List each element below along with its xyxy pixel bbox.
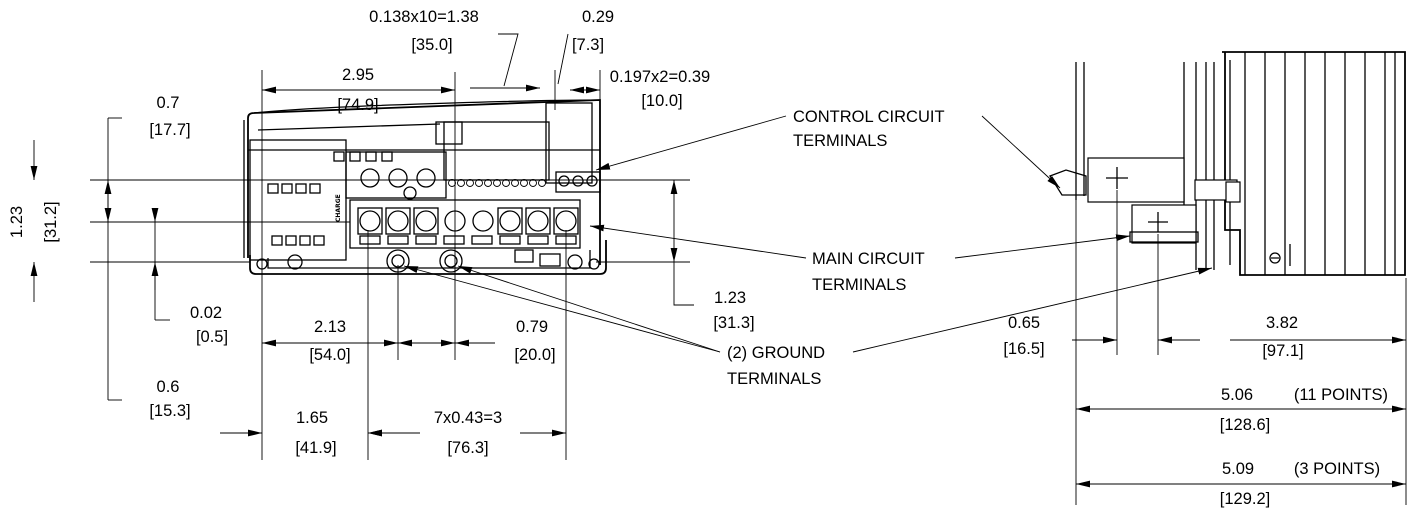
dim-295: 2.95: [342, 66, 374, 84]
side-main-block: [1131, 204, 1197, 244]
dim-065: 0.65: [1008, 314, 1040, 332]
left-terminal-strip: [267, 151, 393, 246]
dim-002-mm: [0.5]: [196, 328, 228, 346]
housing-outline: [247, 99, 601, 265]
dim-213: 2.13: [314, 318, 346, 336]
dc-bus-screws: [360, 168, 436, 200]
front-view: CHARGE: [243, 99, 607, 275]
pitch-control-mm: [35.0]: [411, 36, 452, 54]
dim-509: 5.09: [1222, 460, 1254, 478]
dim-506-mm: [128.6]: [1220, 416, 1270, 434]
dim-382-mm: [97.1]: [1262, 342, 1303, 360]
dim-07: 0.7: [157, 94, 180, 112]
dim-506-note: (11 POINTS): [1294, 386, 1388, 404]
dim-123-left-mm: [31.2]: [42, 201, 60, 242]
dim-123-right: 1.23: [714, 289, 746, 307]
dim-065-mm: [16.5]: [1003, 340, 1044, 358]
callout-main-line2: TERMINALS: [812, 276, 906, 294]
main-terminal-row: [357, 207, 579, 245]
side-control-block: [1087, 157, 1185, 203]
front-dimensions: 2.95 [74.9] 0.138x10=1.38 [35.0] 0.29 [7…: [8, 8, 755, 460]
dim-06-mm: [15.3]: [149, 402, 190, 420]
control-terminal-row: [448, 171, 601, 193]
dim-029-mm: [7.3]: [572, 36, 604, 54]
dim-079: 0.79: [516, 318, 548, 336]
dim-002: 0.02: [190, 304, 222, 322]
dim-213-mm: [54.0]: [309, 346, 350, 364]
dim-509-mm: [129.2]: [1220, 490, 1270, 508]
charge-label: CHARGE: [335, 194, 342, 222]
dim-165: 1.65: [296, 409, 328, 427]
callout-control-line2: TERMINALS: [793, 132, 887, 150]
dim-165-mm: [41.9]: [295, 439, 336, 457]
dim-509-note: (3 POINTS): [1294, 460, 1380, 478]
callout-main-line1: MAIN CIRCUIT: [812, 250, 925, 268]
side-view: [1049, 51, 1406, 276]
pitch-main-mm: [76.3]: [447, 439, 488, 457]
dim-029: 0.29: [582, 8, 614, 26]
callouts: CONTROL CIRCUIT TERMINALS MAIN CIRCUIT T…: [403, 108, 1213, 388]
callout-control-line1: CONTROL CIRCUIT: [793, 108, 945, 126]
dim-07-mm: [17.7]: [149, 121, 190, 139]
side-dimensions: 0.65 [16.5] 3.82 [97.1] 5.06 [128.6] (11…: [1003, 190, 1407, 508]
dim-123-right-mm: [31.3]: [713, 314, 754, 332]
dim-123-left: 1.23: [8, 206, 26, 238]
ground-screws: [256, 249, 600, 273]
pitch-main: 7x0.43=3: [434, 409, 502, 427]
callout-ground-line1: (2) GROUND: [727, 344, 825, 362]
pitch-control: 0.138x10=1.38: [369, 8, 479, 26]
callout-ground-line2: TERMINALS: [727, 370, 821, 388]
dim-382: 3.82: [1266, 314, 1298, 332]
dim-06: 0.6: [157, 378, 180, 396]
base-plate: [249, 240, 607, 275]
dim-295-mm: [74.9]: [337, 96, 378, 114]
dim-506: 5.06: [1221, 386, 1253, 404]
pitch-small-mm: [10.0]: [641, 92, 682, 110]
dim-079-mm: [20.0]: [514, 346, 555, 364]
pitch-small: 0.197x2=0.39: [610, 68, 710, 86]
